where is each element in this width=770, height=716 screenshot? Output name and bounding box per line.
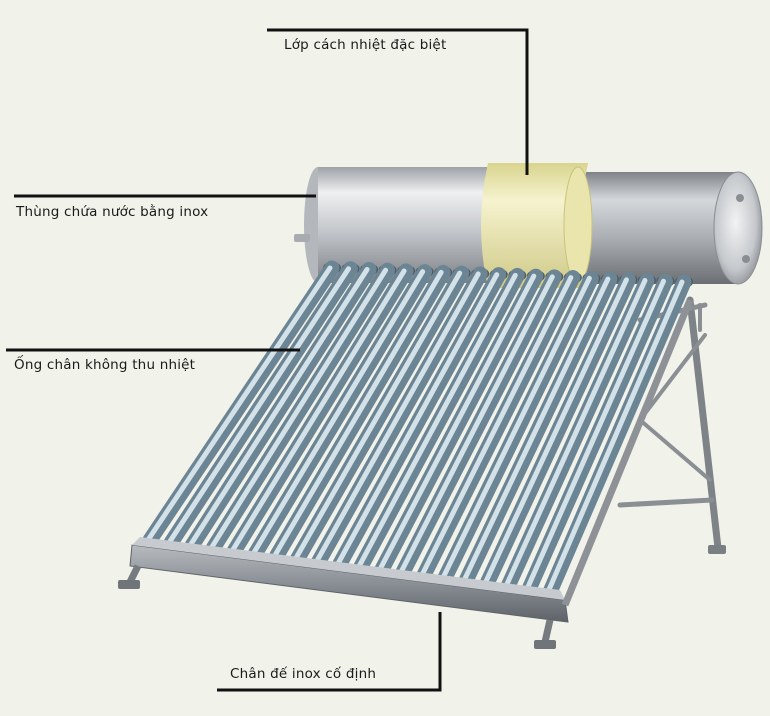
label-tubes: Ống chân không thu nhiệt — [14, 357, 196, 373]
vacuum-tube-highlight — [145, 265, 333, 543]
vacuum-tube-highlight — [524, 278, 666, 592]
label-tank: Thùng chứa nước bằng inox — [16, 204, 209, 220]
vacuum-tube-highlight — [229, 268, 407, 554]
vacuum-tube-highlight — [166, 266, 352, 546]
label-insulation: Lớp cách nhiệt đặc biệt — [284, 37, 447, 53]
vacuum-tube-highlight — [461, 276, 611, 584]
leader-line-stand — [217, 612, 442, 692]
vacuum-tube-highlight — [356, 272, 518, 570]
vacuum-tubes — [142, 260, 692, 600]
vacuum-tube-highlight — [482, 277, 629, 587]
insulation-band — [481, 163, 593, 288]
stand-frame — [617, 296, 726, 554]
vacuum-tube-highlight — [419, 275, 574, 579]
vacuum-tube-highlight — [440, 275, 592, 581]
vacuum-tube-highlight — [334, 272, 500, 568]
vacuum-tube-highlight — [313, 271, 481, 565]
leader-lines — [6, 28, 529, 692]
vacuum-tube-highlight — [545, 279, 685, 595]
vacuum-tube-highlight — [187, 266, 370, 548]
vacuum-tube-highlight — [503, 278, 648, 590]
vacuum-tube-highlight — [292, 270, 463, 562]
leader-line-insulation — [267, 28, 529, 175]
vacuum-tube-highlight — [398, 274, 555, 576]
label-stand: Chân đế inox cố định — [230, 666, 377, 682]
vacuum-tube-highlight — [250, 269, 426, 557]
bottom-rail — [118, 298, 694, 649]
vacuum-tube-highlight — [208, 267, 389, 551]
vacuum-tube-highlight — [377, 273, 537, 573]
vacuum-tube-highlight — [271, 269, 444, 559]
